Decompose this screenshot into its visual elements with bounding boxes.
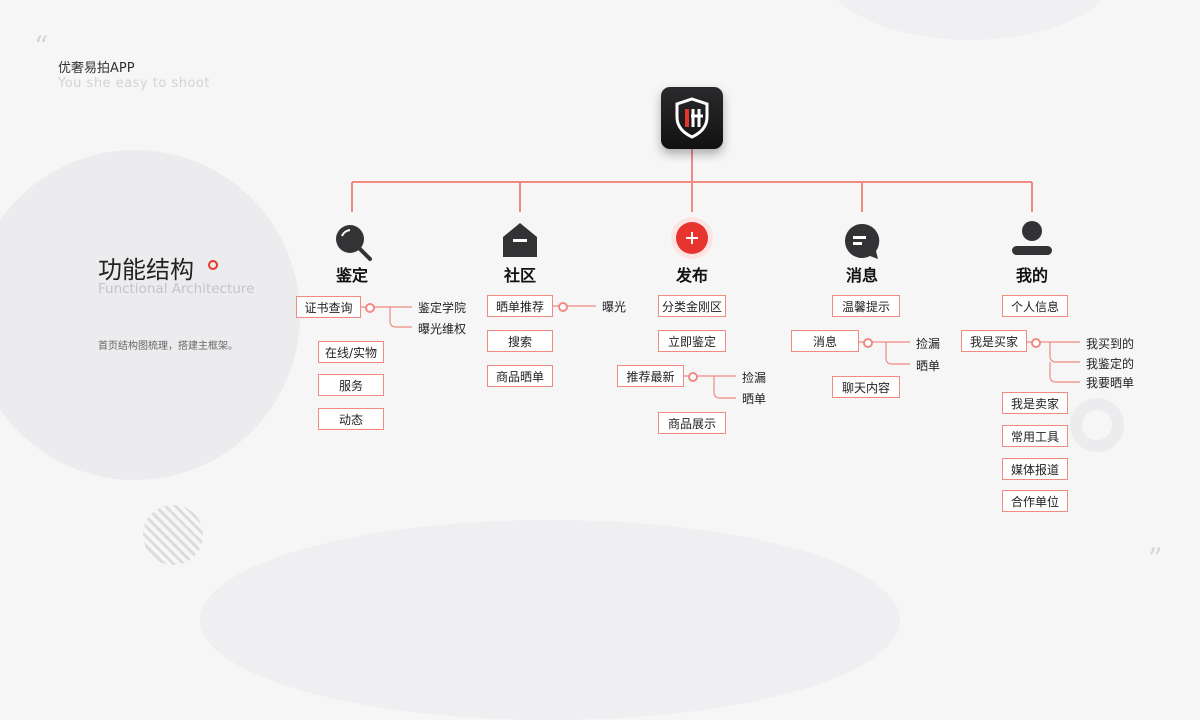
category-label-appraisal: 鉴定 xyxy=(335,266,368,285)
node-personal-info: 个人信息 xyxy=(1002,295,1068,317)
category-label-publish: 发布 xyxy=(675,266,708,285)
section-subtitle: Functional Architecture xyxy=(98,281,255,297)
plus-icon xyxy=(670,216,714,260)
leaf-exposure-rights: 曝光维权 xyxy=(418,322,467,336)
node-chat-content: 聊天内容 xyxy=(832,376,900,398)
node-product-display: 商品展示 xyxy=(658,412,726,434)
leaf-my-appraisals: 我鉴定的 xyxy=(1086,357,1135,371)
house-icon xyxy=(500,220,540,260)
chat-bubble-icon xyxy=(842,221,882,261)
node-service: 服务 xyxy=(318,374,384,396)
category-label-messages: 消息 xyxy=(845,266,878,285)
node-appraise-now: 立即鉴定 xyxy=(658,330,726,352)
close-quote: ” xyxy=(1148,542,1163,575)
leaf-my-shares: 我要晒单 xyxy=(1086,376,1135,390)
section-description: 首页结构图梳理，搭建主框架。 xyxy=(98,341,238,352)
open-quote: “ xyxy=(34,30,49,63)
node-share-recommend: 晒单推荐 xyxy=(487,295,553,317)
node-dynamics: 动态 xyxy=(318,408,384,430)
background-circle-large xyxy=(0,150,300,480)
node-i-am-buyer: 我是买家 xyxy=(961,330,1027,352)
node-online-physical: 在线/实物 xyxy=(318,341,384,363)
node-certificate-query: 证书查询 xyxy=(296,296,361,318)
user-icon xyxy=(1010,220,1054,260)
node-category-zone: 分类金刚区 xyxy=(658,295,726,317)
node-partners: 合作单位 xyxy=(1002,490,1068,512)
node-search: 搜索 xyxy=(487,330,553,352)
node-recommend-latest: 推荐最新 xyxy=(617,365,684,387)
section-title: 功能结构 xyxy=(98,256,194,284)
striped-pattern xyxy=(143,505,203,565)
category-label-mine: 我的 xyxy=(1015,266,1048,285)
branch-dot xyxy=(863,338,873,348)
magnifier-icon xyxy=(333,222,373,262)
branch-dot xyxy=(1031,338,1041,348)
leaf-bargain: 捡漏 xyxy=(742,371,767,385)
app-subtitle: You she easy to shoot xyxy=(58,76,210,91)
node-tips: 温馨提示 xyxy=(832,295,900,317)
app-logo xyxy=(661,87,723,149)
branch-dot xyxy=(688,372,698,382)
node-product-share: 商品晒单 xyxy=(487,365,553,387)
node-media-reports: 媒体报道 xyxy=(1002,458,1068,480)
category-label-community: 社区 xyxy=(503,266,536,285)
leaf-my-purchases: 我买到的 xyxy=(1086,337,1135,351)
leaf-exposure: 曝光 xyxy=(602,300,627,314)
shield-logo-icon xyxy=(675,97,709,139)
node-common-tools: 常用工具 xyxy=(1002,425,1068,447)
leaf-share: 晒单 xyxy=(742,392,767,406)
leaf-share: 晒单 xyxy=(916,359,941,373)
title-dot xyxy=(208,260,218,270)
node-messages: 消息 xyxy=(791,330,859,352)
branch-dot xyxy=(365,303,375,313)
leaf-appraisal-academy: 鉴定学院 xyxy=(418,301,467,315)
leaf-bargain: 捡漏 xyxy=(916,337,941,351)
branch-dot xyxy=(558,302,568,312)
node-i-am-seller: 我是卖家 xyxy=(1002,392,1068,414)
app-title: 优奢易拍APP xyxy=(58,61,135,76)
